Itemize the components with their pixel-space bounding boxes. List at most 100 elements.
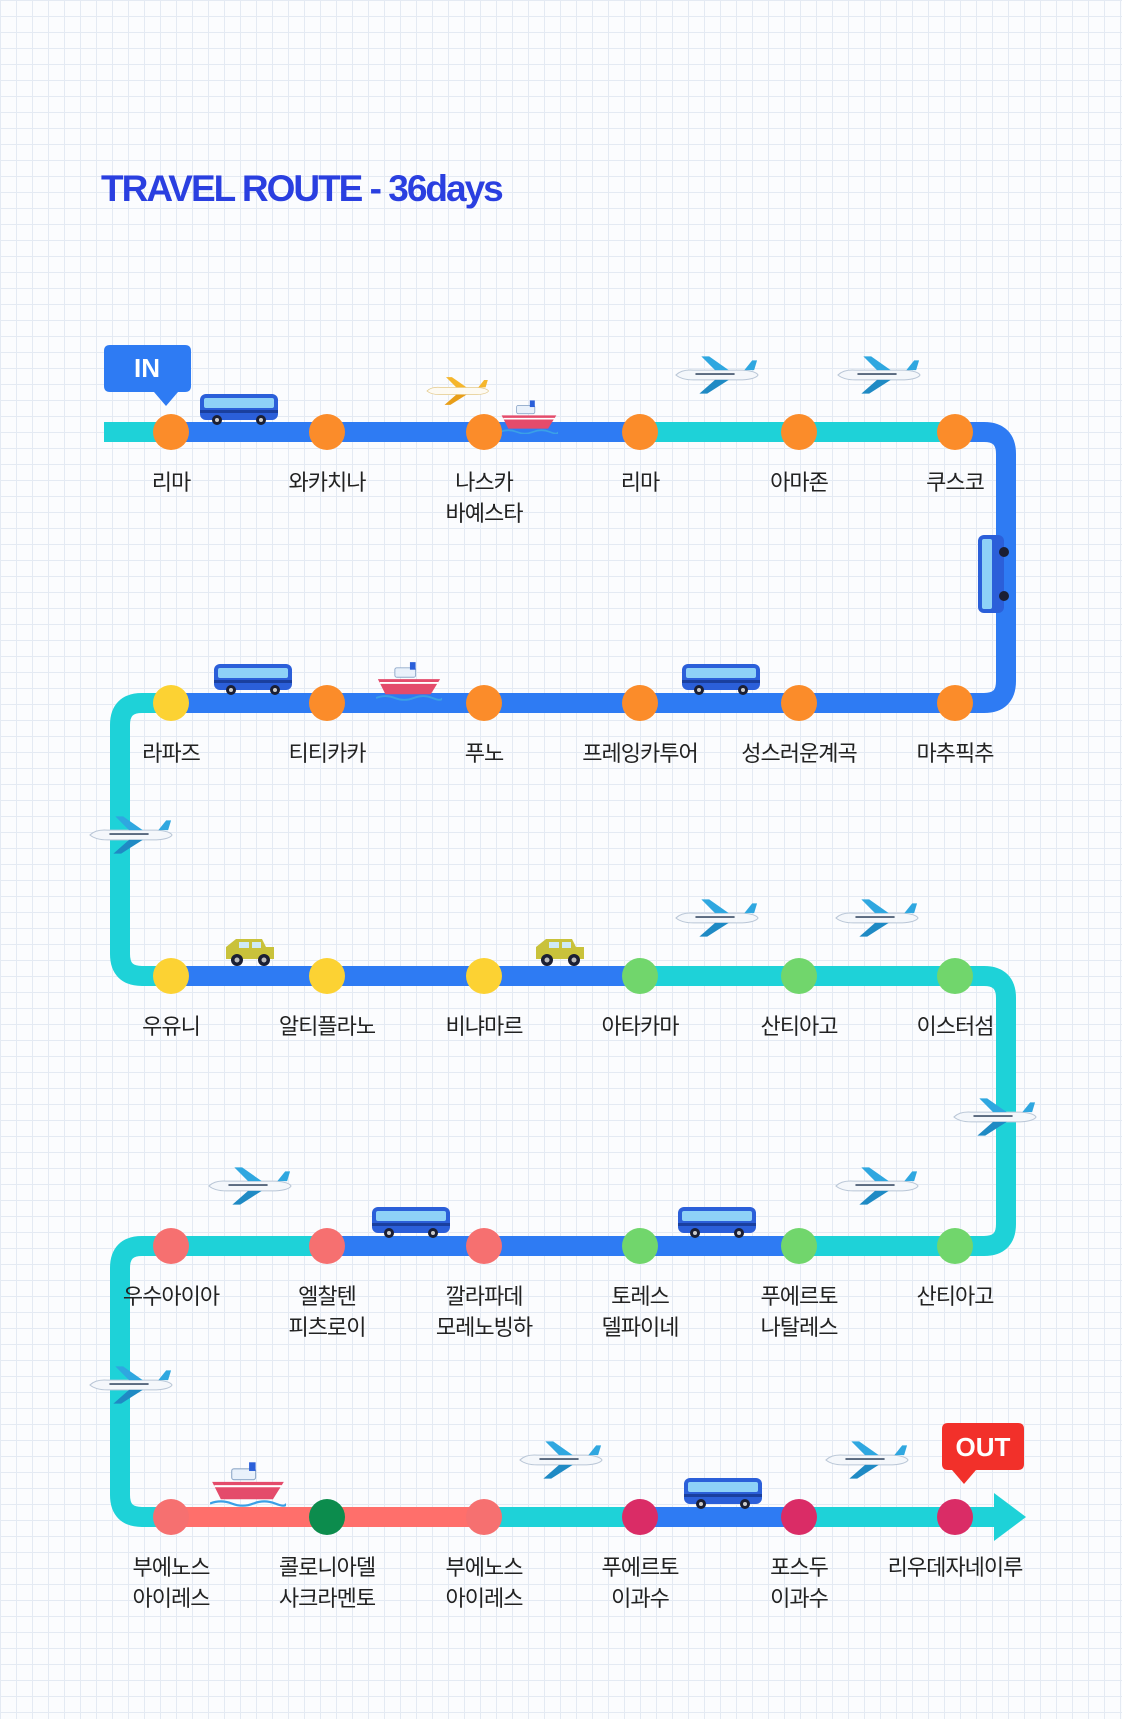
- stop-dot: [153, 1499, 189, 1535]
- airplane-icon: [89, 1365, 173, 1405]
- stop-label-line: 아타카마: [602, 1015, 680, 1040]
- stop-dot: [309, 685, 345, 721]
- stop-label-line: 알티플라노: [279, 1015, 376, 1040]
- stop-label-line: 부에노스: [446, 1556, 524, 1581]
- stop-label-line: 산티아고: [917, 1285, 995, 1310]
- jeep-icon: [536, 939, 584, 966]
- stop-label-line: 프레잉카투어: [582, 742, 697, 767]
- stop-label-line: 리마: [152, 471, 191, 496]
- stop-dot: [622, 685, 658, 721]
- route-line-connector: [955, 422, 1016, 713]
- airplane-icon: [825, 1440, 909, 1480]
- stop-dot: [466, 958, 502, 994]
- stop-label-line: 마추픽추: [917, 742, 995, 767]
- ship-icon: [210, 1461, 286, 1507]
- stop-label-line: 엘찰텐: [298, 1285, 356, 1310]
- stop-dot: [937, 1228, 973, 1264]
- airplane-icon: [208, 1166, 292, 1206]
- stop-label: 프레잉카투어: [582, 742, 697, 767]
- stop-label-line: 부에노스: [133, 1556, 211, 1581]
- start-tag: IN: [104, 345, 191, 406]
- stop-label-line: 아이레스: [133, 1587, 211, 1612]
- airplane-icon: [835, 898, 919, 938]
- exit-arrow-icon: [994, 1493, 1026, 1541]
- stop-label: 우유니: [142, 1015, 200, 1040]
- airplane-icon: [89, 815, 173, 855]
- stop-label-line: 티티카카: [289, 742, 367, 767]
- stop-label: 성스러운계곡: [741, 742, 857, 767]
- end-tag: OUT: [942, 1423, 1024, 1484]
- airplane-icon: [675, 355, 759, 395]
- stop-label: 푸노: [465, 742, 504, 767]
- stop-label: 티티카카: [289, 742, 367, 767]
- airplane-icon: [835, 1166, 919, 1206]
- bus-icon: [214, 664, 292, 695]
- stop-label: 리마: [621, 471, 660, 496]
- stop-dot: [153, 958, 189, 994]
- stop-label-line: 이스터섬: [917, 1015, 994, 1040]
- stop-label-line: 라파즈: [142, 742, 200, 767]
- stop-label-line: 비냐마르: [446, 1015, 524, 1040]
- stop-label: 리우데자네이루: [888, 1556, 1023, 1581]
- stop-dot: [937, 685, 973, 721]
- stop-dot: [781, 1228, 817, 1264]
- bus-icon: [682, 664, 760, 695]
- stop-dot: [466, 1228, 502, 1264]
- stop-label-line: 우수아이아: [123, 1285, 220, 1310]
- stop-dot: [309, 958, 345, 994]
- stop-label-line: 이과수: [770, 1587, 828, 1612]
- stop-dot: [622, 1499, 658, 1535]
- stop-label-line: 나스카: [455, 471, 513, 496]
- stop-dot: [309, 1228, 345, 1264]
- airplane-icon: [426, 376, 489, 406]
- stop-label: 알티플라노: [279, 1015, 376, 1040]
- stop-dot: [937, 414, 973, 450]
- stop-dot: [937, 958, 973, 994]
- stop-dot: [466, 414, 502, 450]
- stop-label-line: 이과수: [611, 1587, 669, 1612]
- stop-label-line: 산티아고: [761, 1015, 839, 1040]
- stop-label-line: 우유니: [142, 1015, 200, 1040]
- bus-icon: [200, 394, 278, 425]
- airplane-icon: [837, 355, 921, 395]
- stop-dot: [309, 1499, 345, 1535]
- stop-label-line: 리우데자네이루: [888, 1556, 1023, 1581]
- stop-dot: [153, 414, 189, 450]
- stop-dot: [622, 958, 658, 994]
- airplane-icon: [953, 1097, 1037, 1137]
- stop-label-line: 푸에르토: [761, 1285, 839, 1310]
- stop-label-line: 깔라파데: [446, 1285, 523, 1310]
- stop-label-line: 사크라멘토: [279, 1587, 376, 1612]
- stop-dot: [466, 1499, 502, 1535]
- stop-label: 쿠스코: [926, 471, 984, 496]
- stop-label-line: 리마: [621, 471, 660, 496]
- stop-label-line: 아마존: [770, 471, 828, 496]
- stop-label: 이스터섬: [917, 1015, 994, 1040]
- stop-dot: [781, 414, 817, 450]
- stop-dot: [622, 414, 658, 450]
- jeep-icon: [226, 939, 274, 966]
- stop-label-line: 토레스: [611, 1285, 669, 1310]
- stop-label-line: 바예스타: [446, 502, 524, 527]
- stop-dot: [466, 685, 502, 721]
- airplane-icon: [675, 898, 759, 938]
- stop-dot: [781, 1499, 817, 1535]
- stop-label-line: 아이레스: [446, 1587, 524, 1612]
- stop-label-line: 포스두: [770, 1556, 828, 1581]
- airplane-icon: [519, 1440, 603, 1480]
- page-title: TRAVEL ROUTE - 36days: [101, 168, 504, 209]
- stop-label-line: 콜로니아델: [279, 1556, 375, 1581]
- stop-label-line: 모레노빙하: [436, 1316, 533, 1341]
- stop-label-line: 성스러운계곡: [741, 742, 857, 767]
- stop-dot: [781, 958, 817, 994]
- stop-label-line: 쿠스코: [926, 471, 984, 496]
- stop-label: 리마: [152, 471, 191, 496]
- stop-label: 아마존: [770, 471, 828, 496]
